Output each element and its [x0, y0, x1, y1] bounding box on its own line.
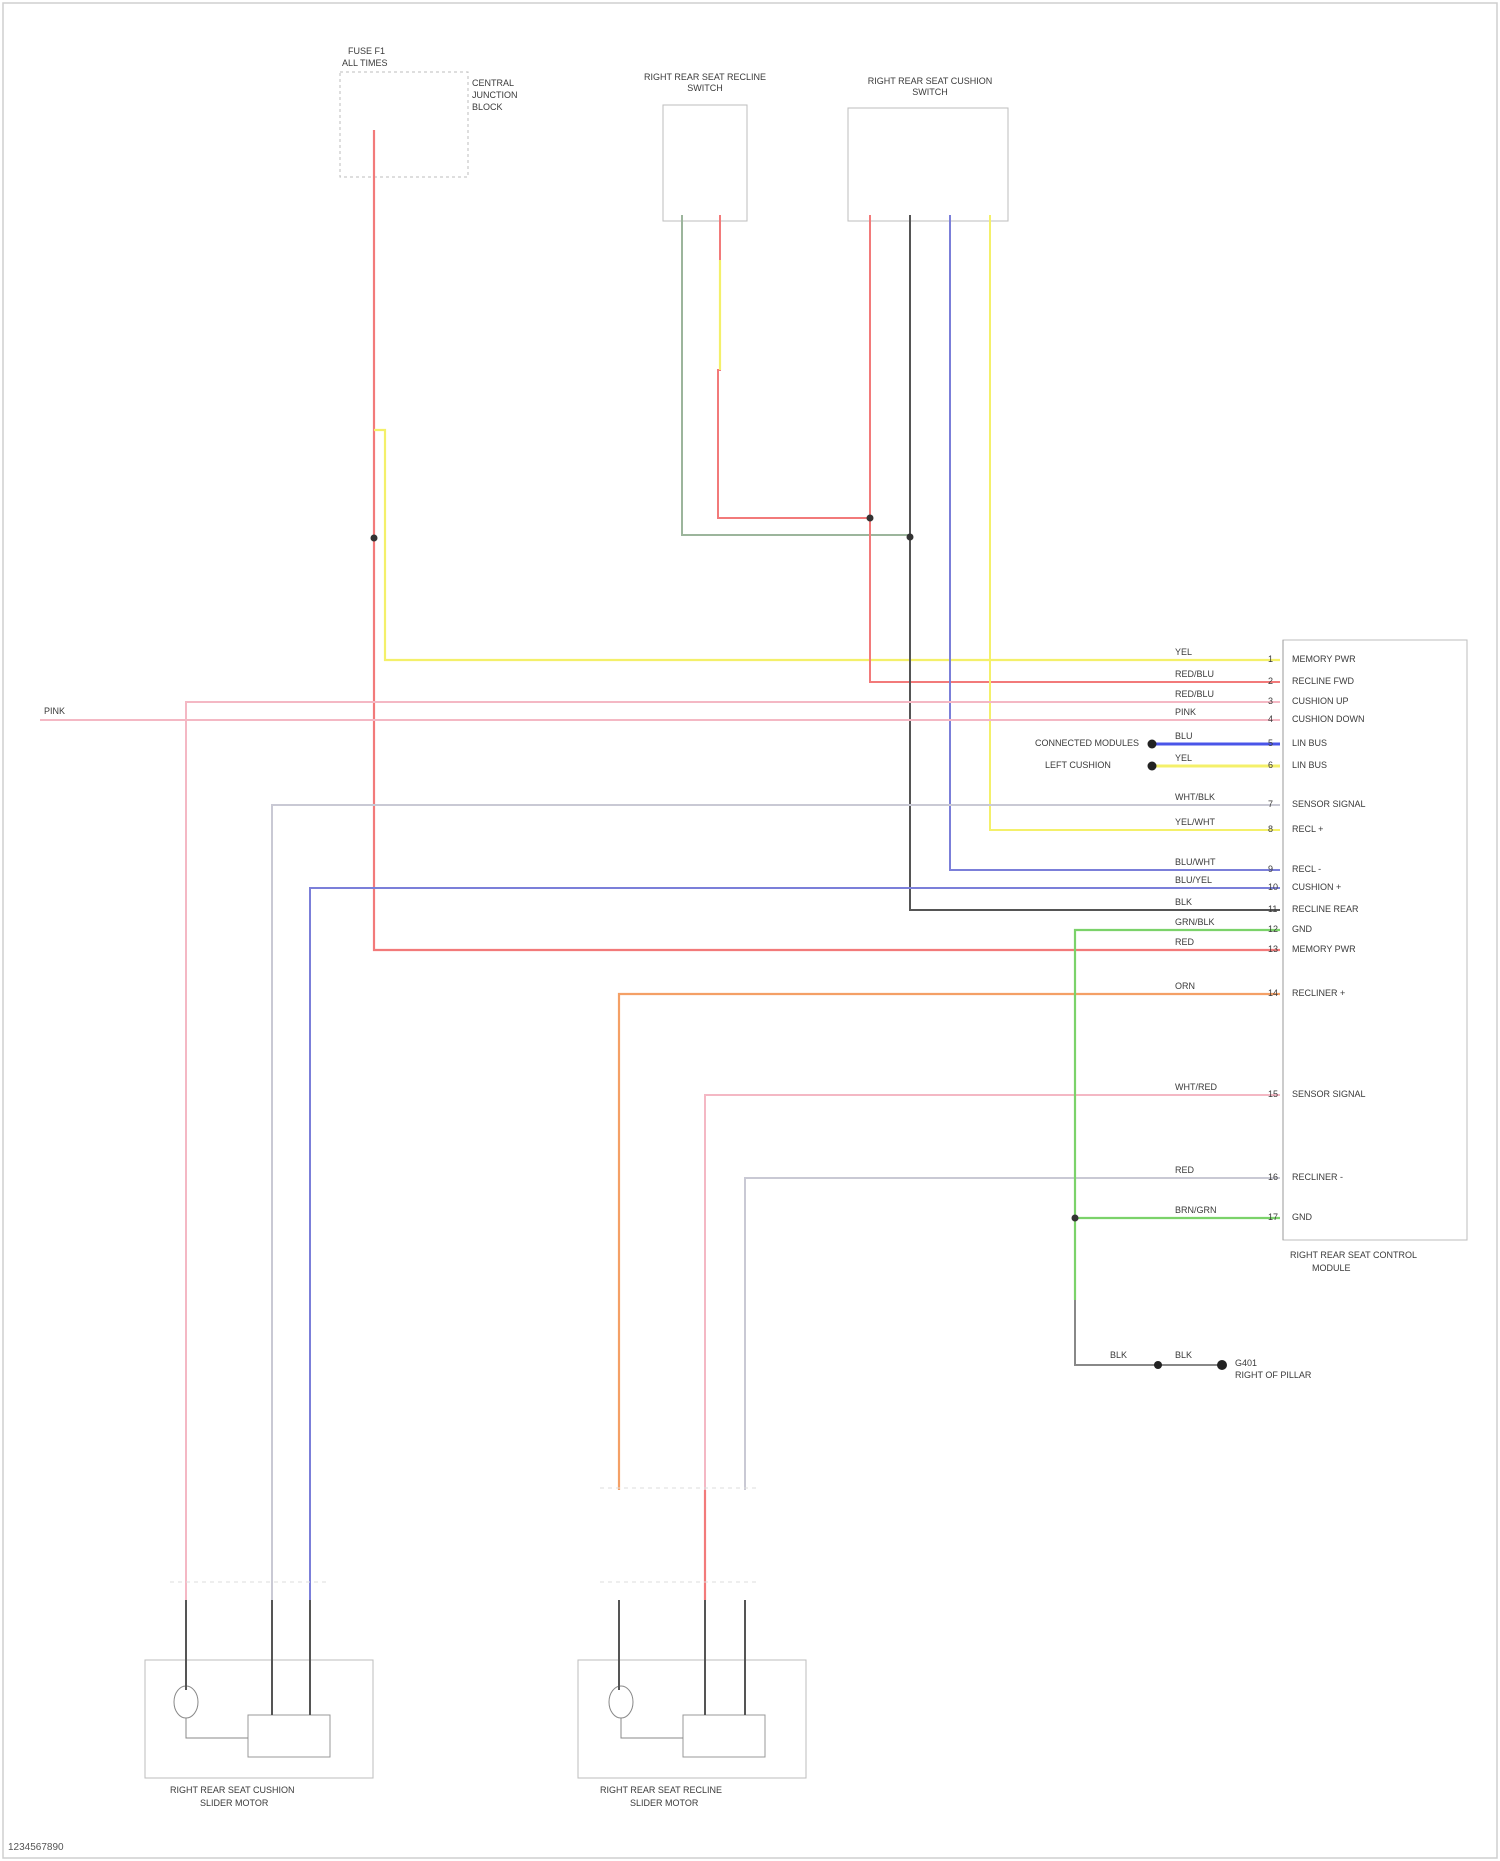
module-pin-wire-color: BLK — [1175, 897, 1192, 908]
figure-id: 1234567890 — [8, 1842, 64, 1853]
recline-motor-name-2: SLIDER MOTOR — [630, 1798, 698, 1809]
fuse-note-1: CENTRAL — [472, 78, 514, 89]
module-pin-number: 14 — [1268, 988, 1278, 999]
module-pin-number: 15 — [1268, 1089, 1278, 1100]
module-pin-function: GND — [1292, 924, 1312, 935]
module-pin-function: RECLINE FWD — [1292, 676, 1354, 687]
module-pin-number: 1 — [1268, 654, 1273, 665]
module-pin-function: GND — [1292, 1212, 1312, 1223]
module-pin-wire-color: RED/BLU — [1175, 669, 1214, 680]
cushion-motor-name-2: SLIDER MOTOR — [200, 1798, 268, 1809]
recline-switch-box — [663, 105, 747, 221]
ground-wire-1: BLK — [1110, 1350, 1127, 1361]
module-pin-function: CUSHION + — [1292, 882, 1341, 893]
fuse-note-2: JUNCTION — [472, 90, 518, 101]
module-pin-function: MEMORY PWR — [1292, 654, 1356, 665]
cushion-switch-box — [848, 108, 1008, 221]
module-pin-number: 11 — [1268, 904, 1277, 915]
module-pin-wire-color: BLU/YEL — [1175, 875, 1212, 886]
module-pin-number: 13 — [1268, 944, 1278, 955]
module-pin-function: LIN BUS — [1292, 738, 1327, 749]
module-pin-function: RECL - — [1292, 864, 1321, 875]
lin-link-1: CONNECTED MODULES — [1035, 738, 1139, 749]
module-pin-function: SENSOR SIGNAL — [1292, 799, 1366, 810]
recline-motor-sensor — [683, 1715, 765, 1757]
module-pin-wire-color: GRN/BLK — [1175, 917, 1215, 928]
recline-motor-name-1: RIGHT REAR SEAT RECLINE — [600, 1785, 722, 1796]
module-pin-number: 17 — [1268, 1212, 1278, 1223]
recline-motor-symbol — [609, 1686, 633, 1718]
cushion-motor-name-1: RIGHT REAR SEAT CUSHION — [170, 1785, 295, 1796]
module-pin-function: SENSOR SIGNAL — [1292, 1089, 1366, 1100]
cushion-motor-box — [145, 1660, 373, 1778]
recline-motor-box — [578, 1660, 806, 1778]
fuse-name: FUSE F1 — [348, 46, 385, 57]
cushion-motor-symbol — [174, 1686, 198, 1718]
module-pin-number: 2 — [1268, 676, 1273, 687]
recline-switch-title: RIGHT REAR SEAT RECLINE SWITCH — [640, 72, 770, 94]
lin-link-2: LEFT CUSHION — [1045, 760, 1111, 771]
module-pin-function: LIN BUS — [1292, 760, 1327, 771]
ground-wire-2: BLK — [1175, 1350, 1192, 1361]
module-pin-number: 12 — [1268, 924, 1278, 935]
module-name-1: RIGHT REAR SEAT CONTROL — [1290, 1250, 1417, 1261]
module-pin-function: RECLINER + — [1292, 988, 1345, 999]
fuse-rating: ALL TIMES — [342, 58, 388, 69]
module-pin-wire-color: WHT/RED — [1175, 1082, 1217, 1093]
module-pin-number: 6 — [1268, 760, 1273, 771]
module-pin-function: CUSHION DOWN — [1292, 714, 1365, 725]
cushion-switch-title: RIGHT REAR SEAT CUSHION SWITCH — [860, 76, 1000, 98]
fuse-note-3: BLOCK — [472, 102, 503, 113]
left-feed-label: PINK — [44, 706, 65, 717]
module-pin-number: 7 — [1268, 799, 1273, 810]
module-pin-number: 8 — [1268, 824, 1273, 835]
fuse-box — [340, 72, 468, 177]
module-pin-wire-color: BRN/GRN — [1175, 1205, 1217, 1216]
module-pin-number: 4 — [1268, 714, 1273, 725]
module-pin-number: 3 — [1268, 696, 1273, 707]
module-pin-wire-color: RED/BLU — [1175, 689, 1214, 700]
module-pin-wire-color: YEL — [1175, 647, 1192, 658]
ground-name: G401 — [1235, 1358, 1257, 1369]
module-pin-wire-color: RED — [1175, 1165, 1194, 1176]
module-pin-number: 16 — [1268, 1172, 1278, 1183]
module-pin-function: CUSHION UP — [1292, 696, 1349, 707]
module-pin-number: 9 — [1268, 864, 1273, 875]
cushion-motor-sensor — [248, 1715, 330, 1757]
module-pin-wire-color: YEL/WHT — [1175, 817, 1215, 828]
module-pin-wire-color: BLU/WHT — [1175, 857, 1216, 868]
module-name-2: MODULE — [1312, 1263, 1351, 1274]
module-pin-wire-color: PINK — [1175, 707, 1196, 718]
module-pin-number: 5 — [1268, 738, 1273, 749]
module-pin-wire-color: YEL — [1175, 753, 1192, 764]
module-pin-function: RECL + — [1292, 824, 1323, 835]
module-pin-function: RECLINE REAR — [1292, 904, 1359, 915]
module-pin-wire-color: WHT/BLK — [1175, 792, 1215, 803]
module-box — [1283, 640, 1467, 1240]
module-pin-wire-color: BLU — [1175, 731, 1193, 742]
module-pin-function: MEMORY PWR — [1292, 944, 1356, 955]
ground-location: RIGHT OF PILLAR — [1235, 1370, 1311, 1381]
module-pin-function: RECLINER - — [1292, 1172, 1343, 1183]
module-pin-number: 10 — [1268, 882, 1278, 893]
module-pin-wire-color: ORN — [1175, 981, 1195, 992]
module-pin-wire-color: RED — [1175, 937, 1194, 948]
